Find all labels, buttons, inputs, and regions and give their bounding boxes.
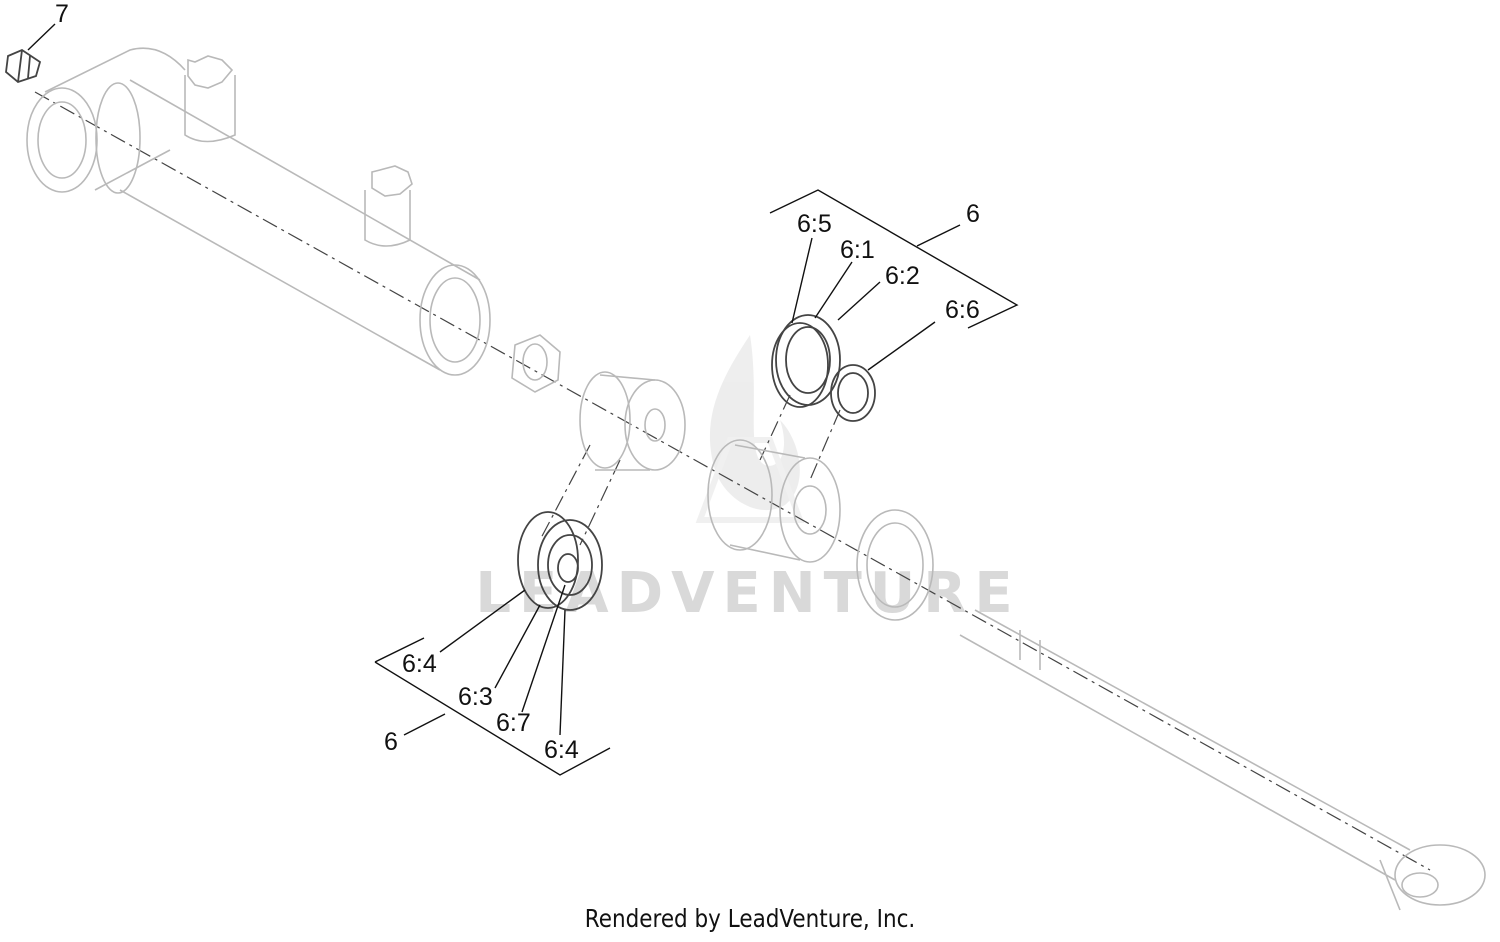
cylinder-barrel: [26, 47, 491, 376]
gland: [707, 439, 841, 563]
callout-6-5: 6:5: [797, 210, 832, 238]
callout-6-6: 6:6: [945, 296, 980, 324]
callout-leaders: [27, 23, 1019, 776]
watermark-text: LEADVENTURE: [475, 561, 1020, 626]
callout-6-bottom: 6: [384, 728, 398, 756]
callout-7: 7: [55, 0, 69, 28]
callout-6-top: 6: [966, 200, 980, 228]
watermark: LEADVENTURE: [475, 335, 1020, 626]
callout-6-2: 6:2: [885, 262, 920, 290]
lower-seal-set: [517, 511, 603, 611]
callout-labels: 7 6 6:5 6:1 6:2 6:6 6:4 6:3 6:7 6:4 6: [55, 0, 980, 764]
piston-nut: [511, 334, 561, 393]
grease-fitting: [5, 48, 42, 84]
callout-6-4-left: 6:4: [402, 650, 437, 678]
flame-logo-icon: [695, 335, 805, 523]
retaining-ring: [856, 509, 934, 621]
upper-seal-set: [771, 314, 876, 422]
callout-6-3: 6:3: [458, 683, 493, 711]
piston: [579, 371, 686, 471]
callout-6-7: 6:7: [496, 709, 531, 737]
callout-6-1: 6:1: [840, 236, 875, 264]
rendered-by-footer: Rendered by LeadVenture, Inc.: [584, 904, 916, 933]
callout-6-4-right: 6:4: [544, 736, 579, 764]
assembly-axis: [34, 91, 1431, 871]
cylinder-rod: [959, 609, 1486, 911]
